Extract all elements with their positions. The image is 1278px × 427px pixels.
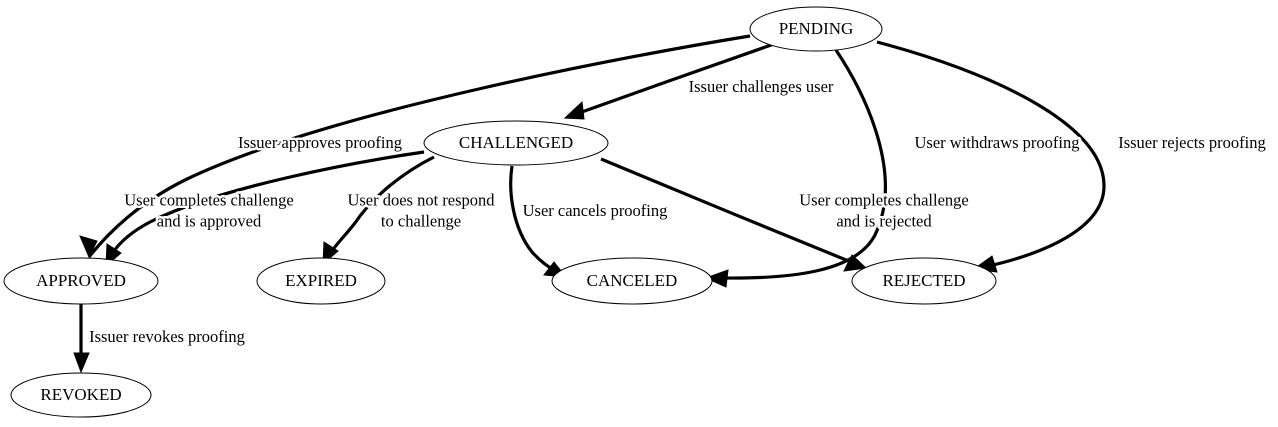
node-label-expired: EXPIRED [285,271,357,290]
node-pending[interactable]: PENDING [749,6,883,52]
node-shape-pending[interactable] [749,6,883,52]
node-label-revoked: REVOKED [40,385,121,404]
edge-label-pending-canceled: User withdraws proofing [915,133,1080,152]
edge-line-pending-canceled [720,49,887,280]
arrowhead-icon [843,254,868,272]
node-label-challenged: CHALLENGED [459,133,573,152]
node-shape-challenged[interactable] [423,120,609,166]
edge-label-approved-revoked: Issuer revokes proofing [89,327,245,346]
node-shape-approved[interactable] [3,257,159,305]
edge-line-challenged-rejected [600,157,852,264]
edge-line-pending-approved [87,34,751,258]
node-challenged[interactable]: CHALLENGED [423,120,609,166]
edge-label-halo-approved-revoked: Issuer revokes proofing [89,327,245,346]
node-shape-canceled[interactable] [551,257,713,305]
edge-label-halo-pending-canceled: User withdraws proofing [915,133,1080,152]
node-label-canceled: CANCELED [587,271,678,290]
nodes-layer: PENDING CHALLENGED APPROVED EXPIRED CANCELED… [3,6,997,418]
arrowhead-icon [704,269,729,288]
edge-label-challenged-canceled: User cancels proofing [523,201,668,220]
edge-line-challenged-approved [108,150,425,258]
arrowhead-icon [79,235,98,259]
node-shape-rejected[interactable] [851,257,997,305]
edge-line-pending-challenged [578,42,775,115]
edge-label-pending-rejected: Issuer rejects proofing [1118,133,1266,152]
edge-line-pending-rejected [876,40,1106,268]
edge-approved-revoked [73,304,90,374]
node-label-pending: PENDING [779,19,854,38]
node-expired[interactable]: EXPIRED [256,257,386,305]
edge-pending-canceled [704,49,887,288]
node-canceled[interactable]: CANCELED [551,257,713,305]
arrowhead-icon [73,352,90,374]
node-revoked[interactable]: REVOKED [10,372,152,418]
edge-label-pending-approved: Issuer approves proofing [238,133,402,152]
node-approved[interactable]: APPROVED [3,257,159,305]
node-label-approved: APPROVED [36,271,126,290]
node-shape-expired[interactable] [256,257,386,305]
edge-line-challenged-expired [327,155,435,256]
edge-label-halo-challenged-canceled: User cancels proofing [523,201,668,220]
edge-pending-approved [79,34,751,259]
edge-label-halo-pending-approved: Issuer approves proofing [238,133,402,152]
edge-pending-rejected [876,40,1106,273]
node-rejected[interactable]: REJECTED [851,257,997,305]
edge-label-halo-pending-rejected: Issuer rejects proofing [1118,133,1266,152]
edge-label-halo-pending-challenged: Issuer challenges user [689,77,834,96]
node-shape-revoked[interactable] [10,372,152,418]
edge-challenged-canceled [509,165,568,278]
node-label-rejected: REJECTED [882,271,965,290]
arrowhead-icon [563,100,585,120]
edge-challenged-rejected [600,157,868,272]
edge-pending-challenged [563,42,775,120]
edge-line-challenged-canceled [509,165,558,274]
edge-label-pending-challenged: Issuer challenges user [689,77,834,96]
